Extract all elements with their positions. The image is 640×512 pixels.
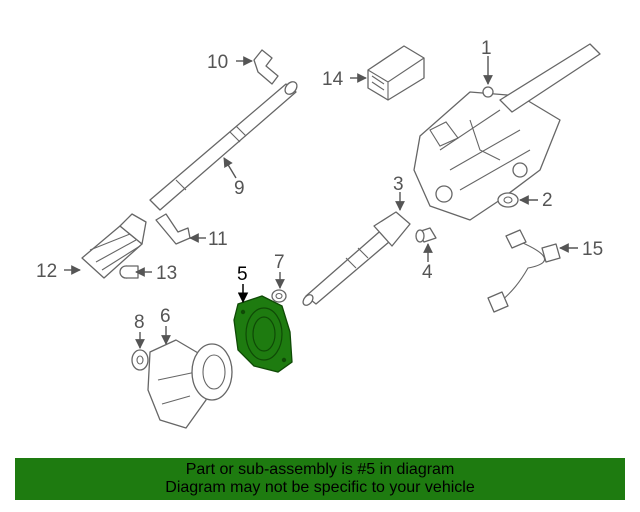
info-banner: Part or sub-assembly is #5 in diagram Di… (15, 458, 625, 500)
callout-9[interactable]: 9 (234, 178, 245, 199)
callout-5[interactable]: 5 (237, 264, 248, 285)
part-8-washer[interactable] (131, 349, 149, 371)
callouts: 1 2 3 4 5 6 7 8 9 10 11 12 13 14 15 (36, 38, 603, 333)
part-6-boot[interactable] (147, 339, 233, 429)
callout-8[interactable]: 8 (134, 312, 145, 333)
part-15-harness[interactable] (487, 229, 561, 313)
banner-line-part: Part or sub-assembly is #5 in diagram (185, 461, 455, 478)
part-2-washer[interactable] (497, 192, 519, 208)
part-4-bolt[interactable] (415, 227, 437, 243)
part-9-shaft[interactable] (149, 79, 299, 211)
callout-2[interactable]: 2 (542, 190, 553, 211)
callout-3[interactable]: 3 (393, 174, 404, 195)
part-13-bolt[interactable] (119, 265, 139, 279)
callout-13[interactable]: 13 (156, 263, 177, 284)
callout-14[interactable]: 14 (322, 69, 344, 90)
callout-11[interactable]: 11 (208, 229, 228, 250)
part-14-module[interactable] (367, 45, 425, 101)
part-3-lower-shaft[interactable] (301, 211, 411, 307)
part-11-bracket[interactable] (155, 213, 191, 245)
callout-6[interactable]: 6 (160, 306, 171, 327)
banner-line-disclaimer: Diagram may not be specific to your vehi… (165, 479, 475, 496)
callout-1[interactable]: 1 (481, 38, 492, 59)
part-7-nut[interactable] (271, 289, 287, 303)
part-5-seal-plate[interactable] (233, 295, 293, 373)
parts-diagram: 1 2 3 4 5 6 7 8 9 10 11 12 13 14 15 (36, 38, 603, 429)
part-10-clip[interactable] (253, 49, 279, 85)
part-1-column-assembly[interactable] (413, 43, 601, 221)
callout-10[interactable]: 10 (207, 52, 228, 73)
leader-lines (64, 56, 578, 349)
callout-15[interactable]: 15 (582, 239, 603, 260)
part-12-coupler[interactable] (81, 213, 147, 279)
callout-7[interactable]: 7 (274, 252, 285, 273)
callout-12[interactable]: 12 (36, 261, 57, 282)
callout-4[interactable]: 4 (422, 262, 433, 283)
